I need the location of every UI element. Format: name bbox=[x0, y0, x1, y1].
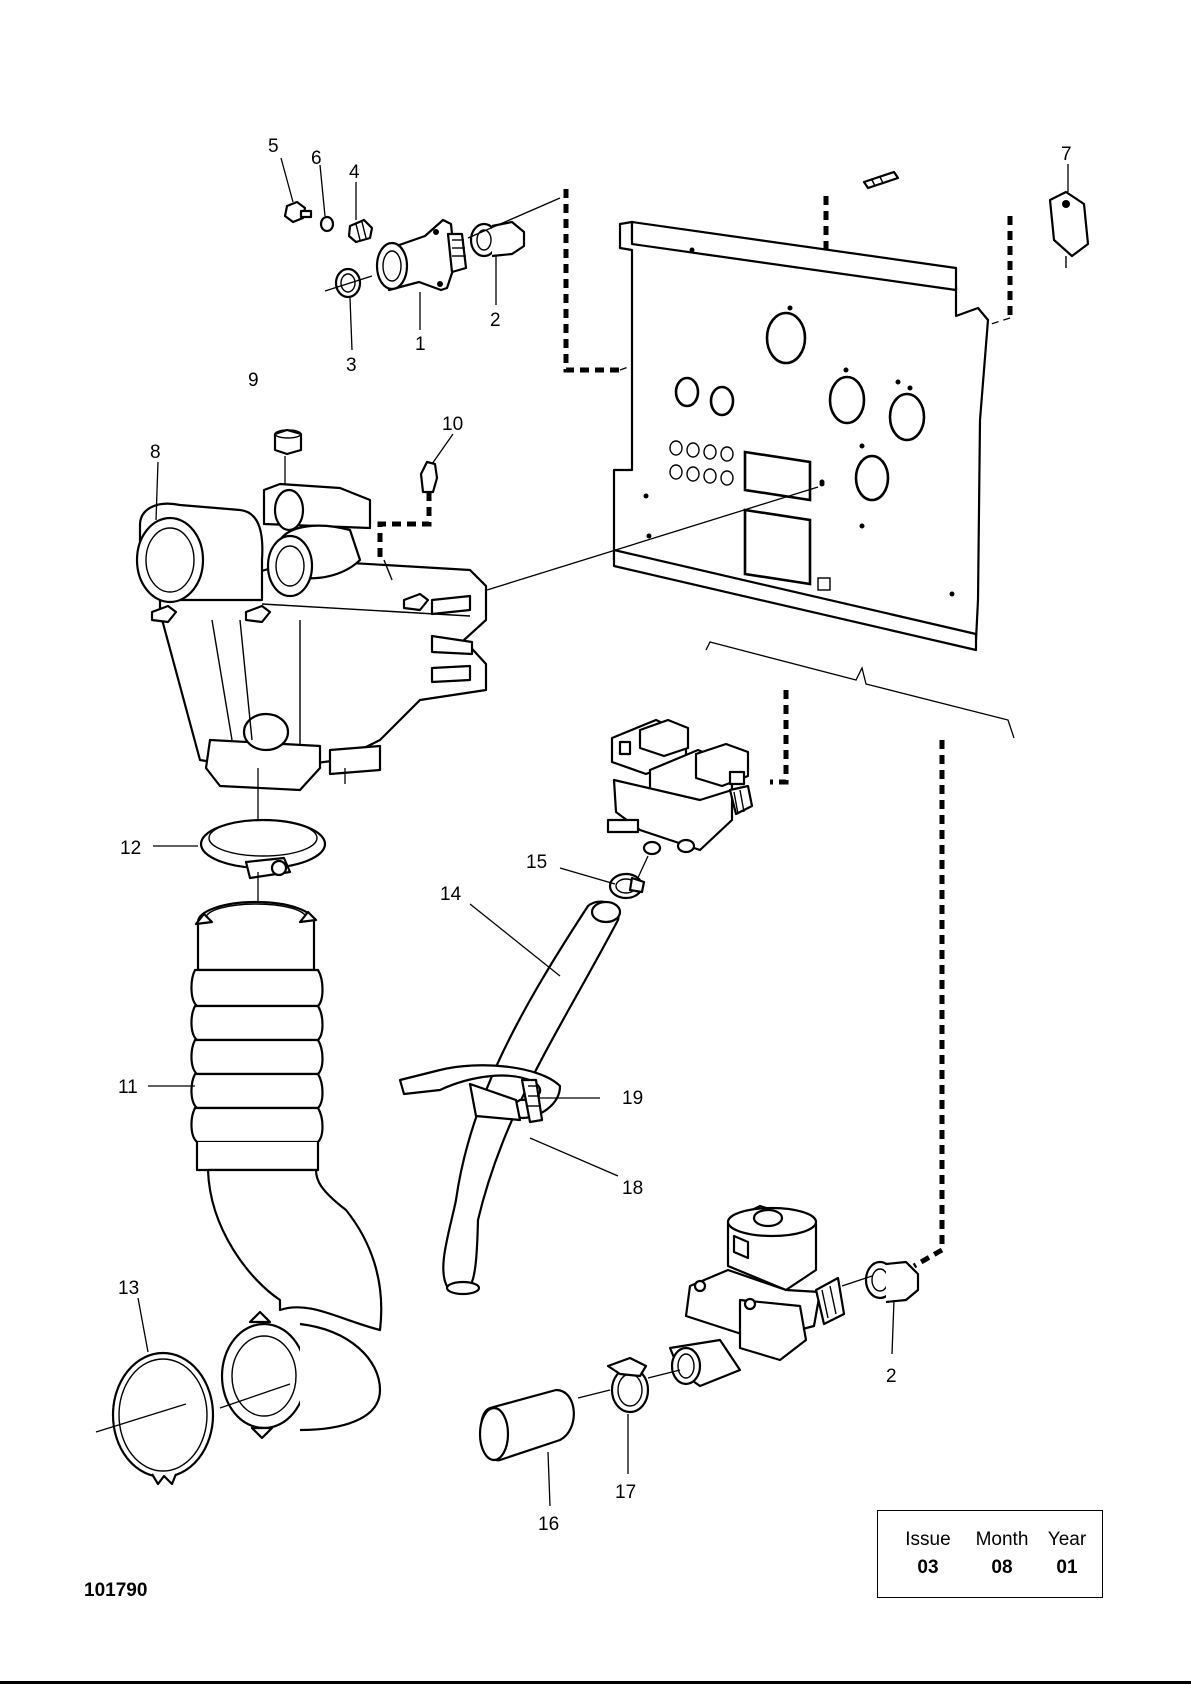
callout-3: 3 bbox=[346, 355, 357, 376]
year-label: Year bbox=[1039, 1529, 1095, 1551]
part-13-clamp-ring bbox=[113, 1353, 213, 1484]
callout-17: 17 bbox=[615, 1482, 636, 1503]
part-16-hose-piece bbox=[480, 1390, 574, 1460]
callout-9: 9 bbox=[248, 370, 259, 391]
part-12-hose-clamp bbox=[201, 820, 325, 878]
callout-2-bottom: 2 bbox=[886, 1366, 897, 1387]
document-number: 101790 bbox=[84, 1580, 147, 1602]
part-15-hose-clip bbox=[610, 874, 644, 898]
part-19-cable-tie bbox=[400, 1065, 560, 1122]
callout-13: 13 bbox=[118, 1278, 139, 1299]
callout-7: 7 bbox=[1061, 144, 1072, 165]
part-1-fitting bbox=[377, 220, 466, 290]
part-6-washer bbox=[321, 217, 333, 231]
callout-8: 8 bbox=[150, 442, 161, 463]
callout-15: 15 bbox=[526, 852, 547, 873]
issue-column: Issue 03 bbox=[898, 1529, 958, 1579]
callout-11: 11 bbox=[118, 1077, 138, 1098]
callout-6: 6 bbox=[311, 148, 322, 169]
issue-label: Issue bbox=[898, 1529, 958, 1551]
part-4-nipple bbox=[349, 220, 372, 242]
part-8-dispenser-housing bbox=[137, 484, 486, 790]
issue-info-box: Issue 03 Month 08 Year 01 bbox=[877, 1510, 1103, 1598]
part-5-screw bbox=[285, 202, 311, 222]
part-17-hose-clip bbox=[608, 1358, 648, 1412]
part-9-cap bbox=[275, 430, 301, 454]
part-2-nut-top bbox=[471, 222, 524, 256]
callout-14: 14 bbox=[440, 884, 462, 905]
month-label: Month bbox=[967, 1529, 1037, 1551]
callout-16: 16 bbox=[538, 1514, 559, 1535]
callout-2-top: 2 bbox=[490, 310, 501, 331]
twin-solenoid-valve bbox=[608, 720, 752, 854]
callout-4: 4 bbox=[349, 162, 360, 183]
callout-19: 19 bbox=[622, 1088, 643, 1109]
single-solenoid-valve bbox=[670, 1206, 844, 1386]
part-7-clip bbox=[1050, 192, 1088, 268]
bottom-rule bbox=[0, 1681, 1191, 1684]
callout-10: 10 bbox=[442, 414, 463, 435]
callout-1: 1 bbox=[415, 334, 426, 355]
part-11-bellows-hose bbox=[191, 902, 381, 1438]
callout-12: 12 bbox=[120, 838, 141, 859]
month-column: Month 08 bbox=[967, 1529, 1037, 1579]
part-10-plug bbox=[421, 462, 437, 492]
year-value: 01 bbox=[1039, 1557, 1095, 1579]
month-value: 08 bbox=[967, 1557, 1037, 1579]
part-2-nut-bottom bbox=[866, 1262, 918, 1302]
screw-top bbox=[864, 172, 898, 188]
year-column: Year 01 bbox=[1039, 1529, 1095, 1579]
mounting-panel bbox=[614, 222, 988, 650]
issue-value: 03 bbox=[898, 1557, 958, 1579]
callout-18: 18 bbox=[622, 1178, 643, 1199]
callout-5: 5 bbox=[268, 136, 279, 157]
